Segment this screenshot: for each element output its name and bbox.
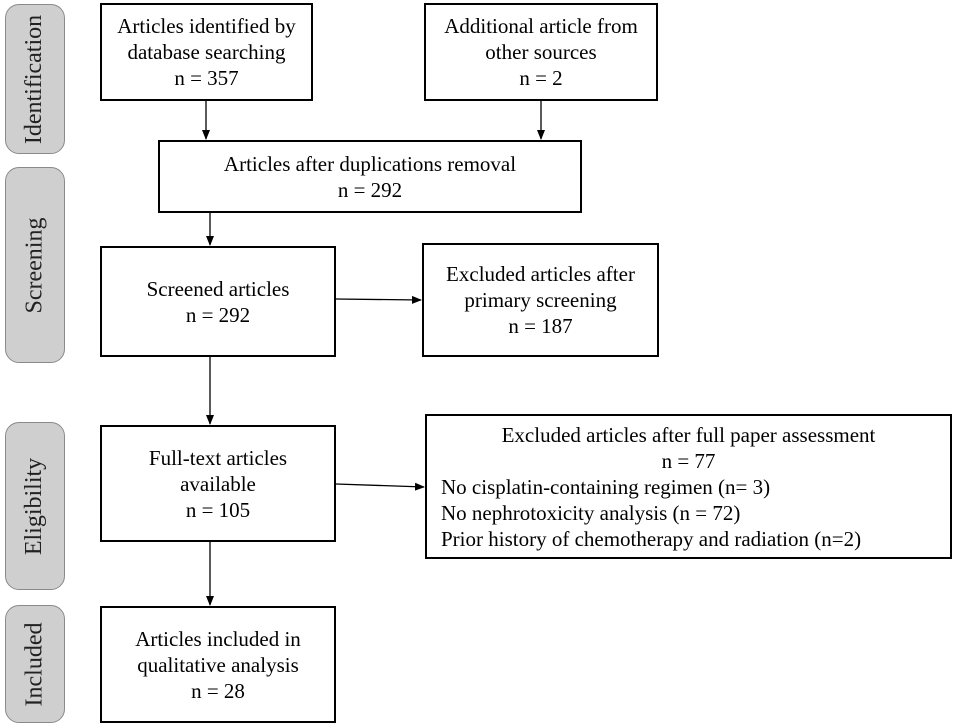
full-text-line2: available (180, 471, 256, 496)
box-full-text: Full-text articles available n = 105 (100, 425, 336, 542)
stage-screening: Screening (5, 167, 65, 363)
additional-count: n = 2 (519, 66, 563, 90)
box-additional: Additional article from other sources n … (424, 3, 658, 101)
after-duplicates-count: n = 292 (337, 177, 403, 202)
included-count: n = 28 (191, 678, 245, 703)
excluded-primary-line2: primary screening (464, 288, 617, 312)
box-after-duplicates: Articles after duplications removal n = … (158, 140, 582, 213)
excluded-primary-count: n = 187 (508, 314, 573, 338)
excluded-primary-line1: Excluded articles after (446, 262, 635, 286)
stage-included: Included (5, 605, 65, 723)
box-identified: Articles identified by database searchin… (100, 3, 313, 101)
arrow-screened-to-excluded (335, 295, 422, 304)
excluded-full-item: No cisplatin-containing regimen (n= 3) (441, 474, 771, 499)
included-line1: Articles included in (135, 626, 301, 651)
box-excluded-full: Excluded articles after full paper asses… (425, 414, 952, 559)
additional-line1: Additional article from (444, 14, 638, 38)
identified-line2: database searching (127, 40, 286, 64)
included-line2: qualitative analysis (137, 652, 299, 677)
box-included: Articles included in qualitative analysi… (100, 606, 336, 723)
after-duplicates-line1: Articles after duplications removal (223, 151, 517, 176)
full-text-line1: Full-text articles (148, 445, 288, 470)
screened-count: n = 292 (185, 302, 251, 327)
full-text-count: n = 105 (185, 497, 251, 522)
stage-identification: Identification (5, 4, 65, 154)
screened-line1: Screened articles (146, 276, 290, 301)
box-excluded-primary: Excluded articles after primary screenin… (422, 243, 659, 357)
box-screened: Screened articles n = 292 (100, 246, 336, 357)
additional-line2: other sources (485, 40, 597, 64)
excluded-full-item: No nephrotoxicity analysis (n = 72) (441, 500, 741, 525)
arrow-fulltext-to-excluded (335, 482, 425, 491)
excluded-full-title: Excluded articles after full paper asses… (501, 422, 876, 447)
identified-line1: Articles identified by (117, 14, 296, 38)
excluded-full-item: Prior history of chemotherapy and radiat… (441, 526, 862, 551)
excluded-full-count: n = 77 (661, 448, 716, 473)
identified-count: n = 357 (174, 66, 239, 90)
stage-eligibility: Eligibility (5, 422, 65, 590)
